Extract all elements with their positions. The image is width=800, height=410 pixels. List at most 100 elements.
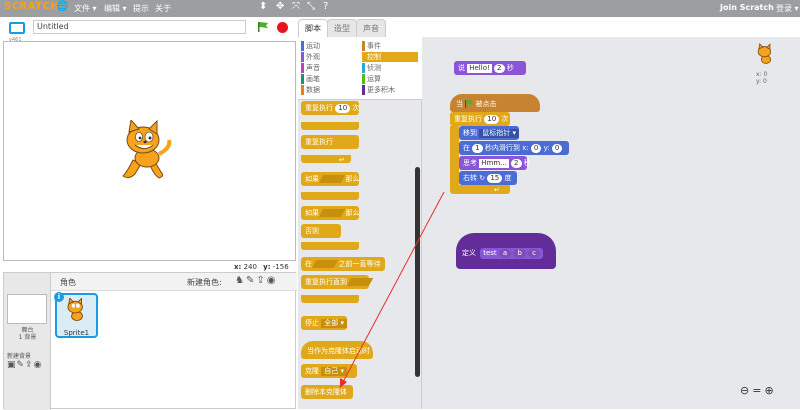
category-motion[interactable]: 运动 bbox=[301, 41, 359, 51]
globe-icon[interactable]: 🌐 bbox=[56, 1, 69, 12]
stage-backdrop-count: 1 背景 bbox=[18, 334, 37, 341]
menu-edit[interactable]: 编辑 ▾ bbox=[104, 4, 127, 13]
backdrop-library-icon[interactable]: ▣ bbox=[7, 360, 17, 370]
green-flag-icon[interactable] bbox=[258, 22, 268, 32]
current-sprite-coords: x: 0 y: 0 bbox=[756, 71, 768, 85]
say-seconds-input[interactable]: 2 bbox=[494, 64, 505, 73]
stop-icon[interactable] bbox=[277, 22, 288, 33]
new-sprite-label: 新建角色: bbox=[187, 278, 222, 287]
sprites-header bbox=[51, 273, 297, 291]
define-block[interactable]: 定义 test a b c bbox=[456, 233, 556, 269]
new-backdrop-label: 新建背景 bbox=[7, 353, 32, 360]
paint-sprite-icon[interactable]: ✎ bbox=[245, 275, 257, 286]
scratch-logo[interactable]: SCRATCH bbox=[4, 1, 60, 12]
define-arg-b[interactable]: b bbox=[513, 249, 526, 258]
category-data[interactable]: 数据 bbox=[301, 85, 359, 95]
rotate-right-icon: ↻ bbox=[479, 174, 486, 182]
palette-clone-block[interactable]: 克隆 自己 ▾ bbox=[301, 364, 357, 378]
join-scratch-link[interactable]: Join Scratch bbox=[720, 3, 774, 12]
define-arg-c[interactable]: c bbox=[528, 249, 540, 258]
goto-block[interactable]: 移到 鼠标指针 ▾ bbox=[459, 126, 519, 140]
glide-block[interactable]: 在 1 秒内滑行到 x: 0 y: 0 bbox=[459, 141, 569, 155]
palette-delete-clone-block[interactable]: 删除本克隆体 bbox=[301, 385, 353, 399]
palette-forever-block[interactable]: 重复执行 bbox=[301, 135, 359, 149]
category-events[interactable]: 事件 bbox=[362, 41, 418, 51]
say-text-input[interactable]: Hello! bbox=[467, 64, 492, 73]
stop-dropdown[interactable]: 全部 ▾ bbox=[321, 319, 347, 328]
menu-about[interactable]: 关于 bbox=[155, 4, 171, 13]
palette-repeat-block[interactable]: 重复执行 10 次 bbox=[301, 101, 359, 115]
version-label: v461 bbox=[9, 37, 22, 43]
info-icon[interactable]: i bbox=[54, 292, 64, 302]
tab-costumes[interactable]: 造型 bbox=[327, 19, 357, 37]
current-sprite-thumbnail bbox=[757, 42, 772, 64]
project-title-input[interactable]: Untitled bbox=[33, 20, 246, 34]
stage-toolbar: v461 Untitled bbox=[0, 17, 297, 45]
menu-tips[interactable]: 提示 bbox=[133, 4, 149, 13]
tab-sounds[interactable]: 声音 bbox=[356, 19, 386, 37]
camera-backdrop-icon[interactable]: ◉ bbox=[33, 360, 43, 370]
when-flag-clicked-hat[interactable]: 当 被点击 bbox=[450, 94, 540, 112]
palette-stop-block[interactable]: 停止 全部 ▾ bbox=[301, 316, 347, 330]
stage-thumbnail[interactable] bbox=[7, 294, 47, 324]
think-block[interactable]: 思考 Hmm... 2 秒 bbox=[459, 156, 531, 170]
zoom-out-icon[interactable]: ⊖ bbox=[740, 384, 753, 397]
tab-scripts[interactable]: 脚本 bbox=[298, 19, 328, 37]
block-categories: 运动 外观 声音 画笔 数据 事件 控制 侦测 运算 更多积木 bbox=[298, 37, 422, 100]
clone-dropdown[interactable]: 自己 ▾ bbox=[321, 367, 347, 376]
stage-selector[interactable]: 舞台 1 背景 新建背景 ▣✎⇪◉ bbox=[4, 273, 51, 410]
upload-sprite-icon[interactable]: ⇪ bbox=[256, 275, 267, 286]
zoom-reset-icon[interactable]: = bbox=[752, 384, 765, 397]
duplicate-icon[interactable]: ⬍ bbox=[259, 1, 268, 12]
paint-backdrop-icon[interactable]: ✎ bbox=[16, 360, 26, 370]
category-sound[interactable]: 声音 bbox=[301, 63, 359, 73]
upload-backdrop-icon[interactable]: ⇪ bbox=[25, 360, 34, 370]
define-arg-a[interactable]: a bbox=[498, 249, 512, 258]
category-control[interactable]: 控制 bbox=[362, 52, 418, 62]
palette-if-block[interactable]: 如果 那么 bbox=[301, 172, 359, 186]
sprite-library-icon[interactable]: ♞ bbox=[235, 275, 246, 286]
sprites-panel: 舞台 1 背景 新建背景 ▣✎⇪◉ 角色 新建角色: ♞✎⇪◉ i Sprite… bbox=[3, 272, 297, 410]
menu-bar: SCRATCH 🌐 文件 ▾ 编辑 ▾ 提示 关于 ⬍ ✥ ⤧ ⤡ ? Join… bbox=[0, 0, 800, 17]
repeat-count-input[interactable]: 10 bbox=[484, 115, 500, 124]
mouse-coords: x: 240 y: -156 bbox=[234, 263, 289, 271]
category-sensing[interactable]: 侦测 bbox=[362, 63, 418, 73]
x-value: 240 bbox=[243, 263, 257, 271]
palette-else-label[interactable]: 否则 bbox=[301, 224, 341, 238]
sprite-tile[interactable]: i Sprite1 bbox=[54, 292, 98, 338]
x-label: x: bbox=[234, 263, 242, 271]
login-link[interactable]: 登录 ▾ bbox=[776, 4, 799, 13]
palette-scrollbar[interactable] bbox=[415, 167, 420, 377]
zoom-controls: ⊖=⊕ bbox=[740, 384, 777, 397]
palette-repeat-until-block[interactable]: 重复执行直到 bbox=[301, 275, 374, 289]
category-more-blocks[interactable]: 更多积木 bbox=[362, 85, 418, 95]
turn-right-block[interactable]: 右转 ↻ 15 度 bbox=[459, 171, 517, 185]
y-label: y: bbox=[263, 263, 271, 271]
stage-canvas[interactable] bbox=[3, 41, 296, 261]
cut-icon[interactable]: ✥ bbox=[276, 1, 285, 12]
say-block[interactable]: 说 Hello! 2 秒 bbox=[454, 61, 526, 75]
y-value: -156 bbox=[272, 263, 289, 271]
camera-sprite-icon[interactable]: ◉ bbox=[266, 275, 278, 286]
cat-sprite[interactable] bbox=[119, 120, 175, 182]
menu-file[interactable]: 文件 ▾ bbox=[74, 4, 97, 13]
shrink-icon[interactable]: ⤡ bbox=[307, 1, 315, 12]
stage-label: 舞台 bbox=[21, 327, 34, 334]
category-looks[interactable]: 外观 bbox=[301, 52, 359, 62]
palette-if-else-block[interactable]: 如果 那么 bbox=[301, 206, 359, 220]
scripts-area[interactable]: 说 Hello! 2 秒 当 被点击 重复执行 10 次 移到 鼠标指针 ▾ 在… bbox=[422, 37, 800, 409]
zoom-in-icon[interactable]: ⊕ bbox=[764, 384, 777, 397]
define-name: test bbox=[483, 249, 497, 257]
category-operators[interactable]: 运算 bbox=[362, 74, 418, 84]
fullscreen-icon[interactable] bbox=[9, 22, 25, 34]
palette-wait-until-block[interactable]: 在 之前一直等待 bbox=[301, 257, 385, 271]
goto-dropdown[interactable]: 鼠标指针 ▾ bbox=[479, 129, 519, 138]
sprite-thumbnail bbox=[67, 298, 83, 322]
block-palette: 运动 外观 声音 画笔 数据 事件 控制 侦测 运算 更多积木 重复执行 10 … bbox=[298, 37, 422, 409]
green-flag-icon bbox=[465, 100, 474, 108]
palette-when-clone-hat[interactable]: 当作为克隆体启动时 bbox=[301, 341, 373, 359]
repeat-block[interactable]: 重复执行 10 次 bbox=[450, 112, 510, 126]
category-pen[interactable]: 画笔 bbox=[301, 74, 359, 84]
help-icon[interactable]: ? bbox=[323, 1, 329, 12]
grow-icon[interactable]: ⤧ bbox=[292, 1, 300, 12]
